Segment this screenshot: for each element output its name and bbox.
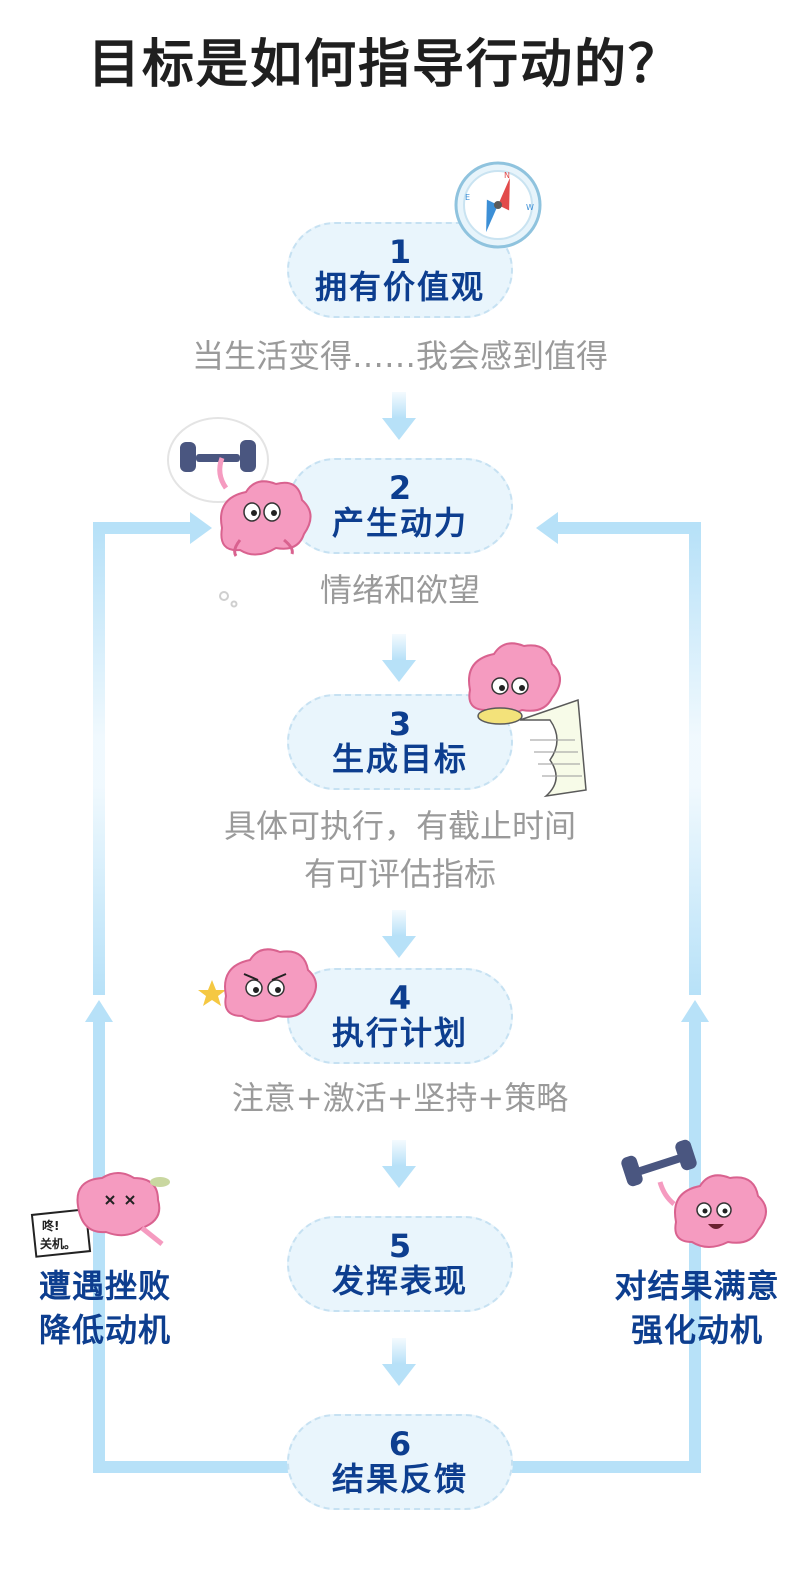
left-right-arrowhead (190, 512, 212, 544)
right-up-arrowhead (681, 1000, 709, 1022)
left-loop-label: 遭遇挫败 降低动机 (30, 1264, 180, 1352)
down-arrow-2-3 (382, 634, 416, 682)
brain-determined-icon (198, 948, 317, 1022)
step-number: 5 (388, 1226, 412, 1265)
right-loop-label-line1: 对结果满意 (614, 1267, 780, 1305)
step-3-description-line2: 有可评估指标 (303, 855, 496, 893)
svg-text:N: N (504, 171, 510, 180)
left-loop-label-line1: 遭遇挫败 (38, 1267, 171, 1305)
step-number: 3 (388, 704, 412, 743)
down-arrow-1-2 (382, 392, 416, 440)
left-up-arrowhead (85, 1000, 113, 1022)
brain-lifting-icon (621, 1139, 767, 1248)
right-loop-label: 对结果满意 强化动机 (602, 1264, 792, 1352)
step-number: 4 (388, 978, 412, 1017)
svg-text:E: E (465, 193, 470, 202)
sign-text-line1: 咚! (42, 1218, 59, 1233)
page-title: 目标是如何指导行动的？ (87, 35, 682, 95)
step-number: 1 (388, 232, 412, 271)
left-loop-label-line2: 降低动机 (38, 1311, 171, 1349)
step-6-node: 6 结果反馈 (287, 1414, 513, 1510)
step-label: 生成目标 (331, 740, 468, 778)
step-4-node: 4 执行计划 (287, 968, 513, 1064)
down-arrow-5-6 (382, 1338, 416, 1386)
sign-text-line2: 关机。 (40, 1236, 76, 1251)
step-1-description: 当生活变得……我会感到值得 (191, 337, 608, 375)
brain-writing-icon (468, 642, 587, 798)
step-label: 执行计划 (331, 1014, 468, 1052)
step-label: 产生动力 (331, 504, 468, 542)
right-left-arrowhead (536, 512, 558, 544)
compass-icon: N W E (454, 161, 542, 249)
down-arrow-4-5 (382, 1140, 416, 1188)
step-label: 结果反馈 (331, 1460, 468, 1498)
svg-text:W: W (526, 203, 534, 212)
step-number: 6 (388, 1424, 412, 1463)
down-arrow-3-4 (382, 910, 416, 958)
step-5-node: 5 发挥表现 (287, 1216, 513, 1312)
step-2-node: 2 产生动力 (287, 458, 513, 554)
step-label: 发挥表现 (331, 1262, 468, 1300)
step-4-description: 注意+激活+坚持+策略 (231, 1079, 569, 1117)
step-3-description-line1: 具体可执行，有截止时间 (223, 807, 576, 845)
left-loop-line (85, 512, 290, 1473)
brain-fallen-icon: 咚! 关机。 (30, 1172, 170, 1258)
step-number: 2 (388, 468, 412, 507)
right-loop-label-line2: 强化动机 (630, 1311, 763, 1349)
brain-character-icon (217, 457, 312, 557)
step-label: 拥有价值观 (314, 268, 485, 306)
step-3-node: 3 生成目标 (287, 694, 513, 790)
step-2-description: 情绪和欲望 (319, 571, 480, 609)
thought-bubble-dumbbell (167, 417, 269, 608)
